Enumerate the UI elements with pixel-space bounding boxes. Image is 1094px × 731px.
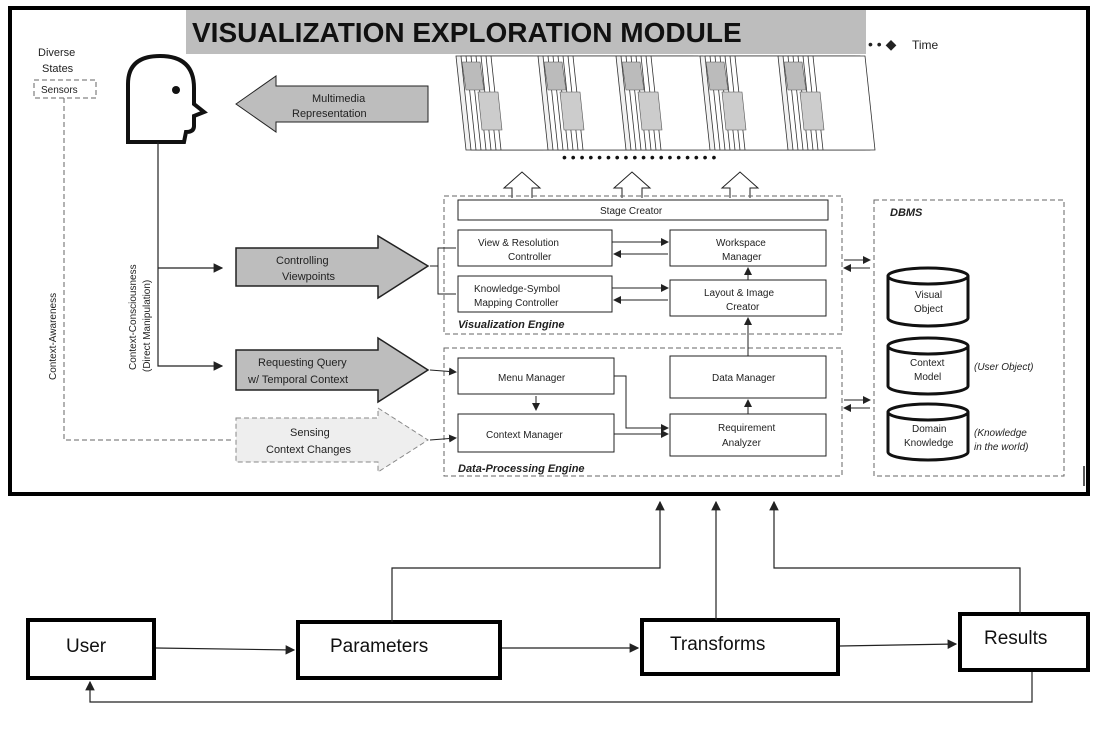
requirement-analyzer-box — [669, 413, 827, 457]
workspace-line1: Workspace — [716, 238, 766, 249]
diverse-states-line1: Diverse — [38, 47, 75, 59]
up-arrow-2 — [612, 171, 652, 198]
visual-object-line1: Visual — [915, 290, 942, 301]
sensing-line1: Sensing — [290, 427, 330, 439]
menu-manager-label: Menu Manager — [498, 373, 566, 384]
parameters-label: Parameters — [330, 636, 428, 657]
visualization-engine-label: Visualization Engine — [458, 319, 565, 331]
menu-manager-box — [457, 357, 615, 395]
flow-parameters-module — [391, 500, 665, 622]
sensing-connector — [429, 434, 457, 443]
view-resolution-line1: View & Resolution — [478, 238, 559, 249]
diverse-states-line2: States — [42, 63, 74, 75]
dbms-label: DBMS — [890, 207, 923, 219]
workspace-box — [669, 229, 827, 267]
user-object-label: (User Object) — [974, 362, 1033, 373]
frame-stack — [777, 55, 876, 151]
frame-stack — [455, 55, 554, 151]
context-awareness-line — [63, 98, 234, 441]
sensing-arrow — [235, 407, 429, 473]
user-head-icon — [126, 53, 208, 144]
multimedia-arrow — [235, 75, 429, 133]
visual-object-db — [886, 266, 970, 328]
up-arrow-3 — [720, 171, 760, 198]
layout-image-line2: Creator — [726, 302, 760, 313]
data-manager-label: Data Manager — [712, 373, 776, 384]
frame-stack — [699, 55, 798, 151]
view-resolution-box — [457, 229, 613, 267]
flow-transforms-results — [839, 639, 958, 649]
dbms-box — [873, 199, 1065, 477]
layout-image-line1: Layout & Image — [704, 288, 774, 299]
controlling-bracket — [430, 247, 456, 295]
requesting-line1: Requesting Query — [258, 357, 347, 369]
requesting-arrow — [235, 336, 430, 404]
multimedia-line1: Multimedia — [312, 93, 366, 105]
flow-user-parameters — [155, 645, 296, 655]
context-consciousness-label: Context-Consciousness — [128, 264, 139, 370]
knowledge-symbol-line2: Mapping Controller — [474, 298, 559, 309]
data-processing-engine-label: Data-Processing Engine — [458, 463, 585, 475]
parameters-box — [296, 620, 502, 680]
frame-stack — [537, 55, 636, 151]
context-manager-label: Context Manager — [486, 430, 563, 441]
knowledge-world-line1: (Knowledge — [974, 428, 1027, 439]
flow-results-module — [769, 500, 1021, 614]
workspace-line2: Manager — [722, 252, 762, 263]
dp-arrow-menu-req — [614, 375, 669, 432]
context-awareness-label: Context-Awareness — [48, 293, 59, 380]
sensing-line2: Context Changes — [266, 444, 351, 456]
transforms-box — [640, 618, 840, 676]
transforms-label: Transforms — [670, 634, 765, 655]
user-label: User — [66, 636, 107, 657]
time-label: Time — [912, 38, 939, 52]
knowledge-symbol-line1: Knowledge-Symbol — [474, 284, 560, 295]
results-box — [958, 612, 1090, 672]
stage-creator-box — [457, 199, 829, 221]
data-manager-box — [669, 355, 827, 399]
requesting-line2: w/ Temporal Context — [247, 374, 348, 386]
multimedia-line2: Representation — [292, 108, 367, 120]
flow-results-user — [85, 672, 1033, 703]
context-manager-box — [457, 413, 615, 453]
domain-knowledge-line2: Knowledge — [904, 438, 954, 449]
direct-manipulation-label: (Direct Manipulation) — [142, 280, 153, 372]
sensors-label: Sensors — [41, 85, 78, 96]
context-model-line1: Context — [910, 358, 945, 369]
controlling-line2: Viewpoints — [282, 271, 335, 283]
requirement-analyzer-line2: Analyzer — [722, 438, 762, 449]
frame-stack — [615, 55, 714, 151]
controlling-line1: Controlling — [276, 255, 329, 267]
knowledge-world-line2: in the world) — [974, 442, 1028, 453]
domain-knowledge-line1: Domain — [912, 424, 946, 435]
stage-creator-label: Stage Creator — [600, 206, 663, 217]
user-box — [26, 618, 156, 680]
context-consciousness-line — [157, 142, 224, 371]
domain-knowledge-db — [886, 402, 970, 462]
visualization-engine-box — [443, 195, 843, 335]
user-eye-icon — [172, 86, 180, 94]
frame-stacks — [455, 55, 876, 151]
context-model-line2: Model — [914, 372, 941, 383]
frame-dots: • • • • • • • • • • • • • • • • • • — [562, 149, 716, 165]
context-model-db — [886, 336, 970, 396]
view-resolution-line2: Controller — [508, 252, 552, 263]
results-label: Results — [984, 628, 1047, 649]
module-title: VISUALIZATION EXPLORATION MODULE — [192, 17, 742, 48]
controlling-arrow — [235, 234, 430, 300]
module-title-bg — [186, 10, 866, 54]
time-dots: • • ◆ — [868, 36, 897, 52]
requesting-connector — [429, 367, 457, 376]
up-arrow-1 — [502, 171, 542, 198]
knowledge-symbol-box — [457, 275, 613, 313]
visual-object-line2: Object — [914, 304, 943, 315]
data-processing-engine-box — [443, 347, 843, 477]
requirement-analyzer-line1: Requirement — [718, 423, 775, 434]
